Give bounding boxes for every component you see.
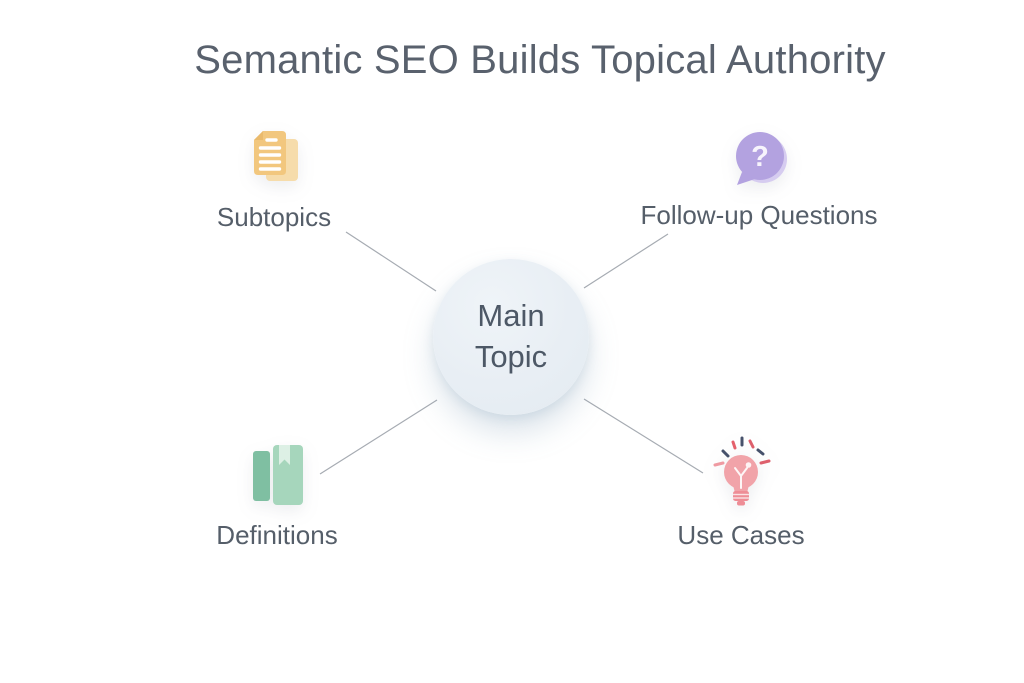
question-bubble-icon: ? [730, 129, 788, 187]
connector-line-definitions [319, 399, 438, 475]
node-followup-questions: ? Follow-up Questions [609, 129, 909, 231]
node-label: Definitions [216, 520, 338, 550]
connector-line-subtopics [345, 231, 437, 292]
node-label: Use Cases [677, 520, 805, 550]
lightbulb-icon [709, 435, 773, 507]
documents-icon [246, 127, 302, 185]
connector-line-followup [583, 233, 669, 289]
connector-line-usecases [583, 398, 704, 474]
question-mark-glyph: ? [751, 141, 769, 173]
node-label: Follow-up Questions [640, 200, 878, 230]
node-subtopics: Subtopics [124, 127, 424, 233]
main-topic-label: Main Topic [474, 298, 548, 374]
node-label: Subtopics [216, 202, 332, 232]
node-definitions: Definitions [127, 443, 427, 551]
node-use-cases: Use Cases [591, 435, 891, 551]
book-icon [249, 443, 305, 509]
main-topic-node: Main Topic [433, 259, 589, 415]
page-title: Semantic SEO Builds Topical Authority [194, 38, 886, 82]
